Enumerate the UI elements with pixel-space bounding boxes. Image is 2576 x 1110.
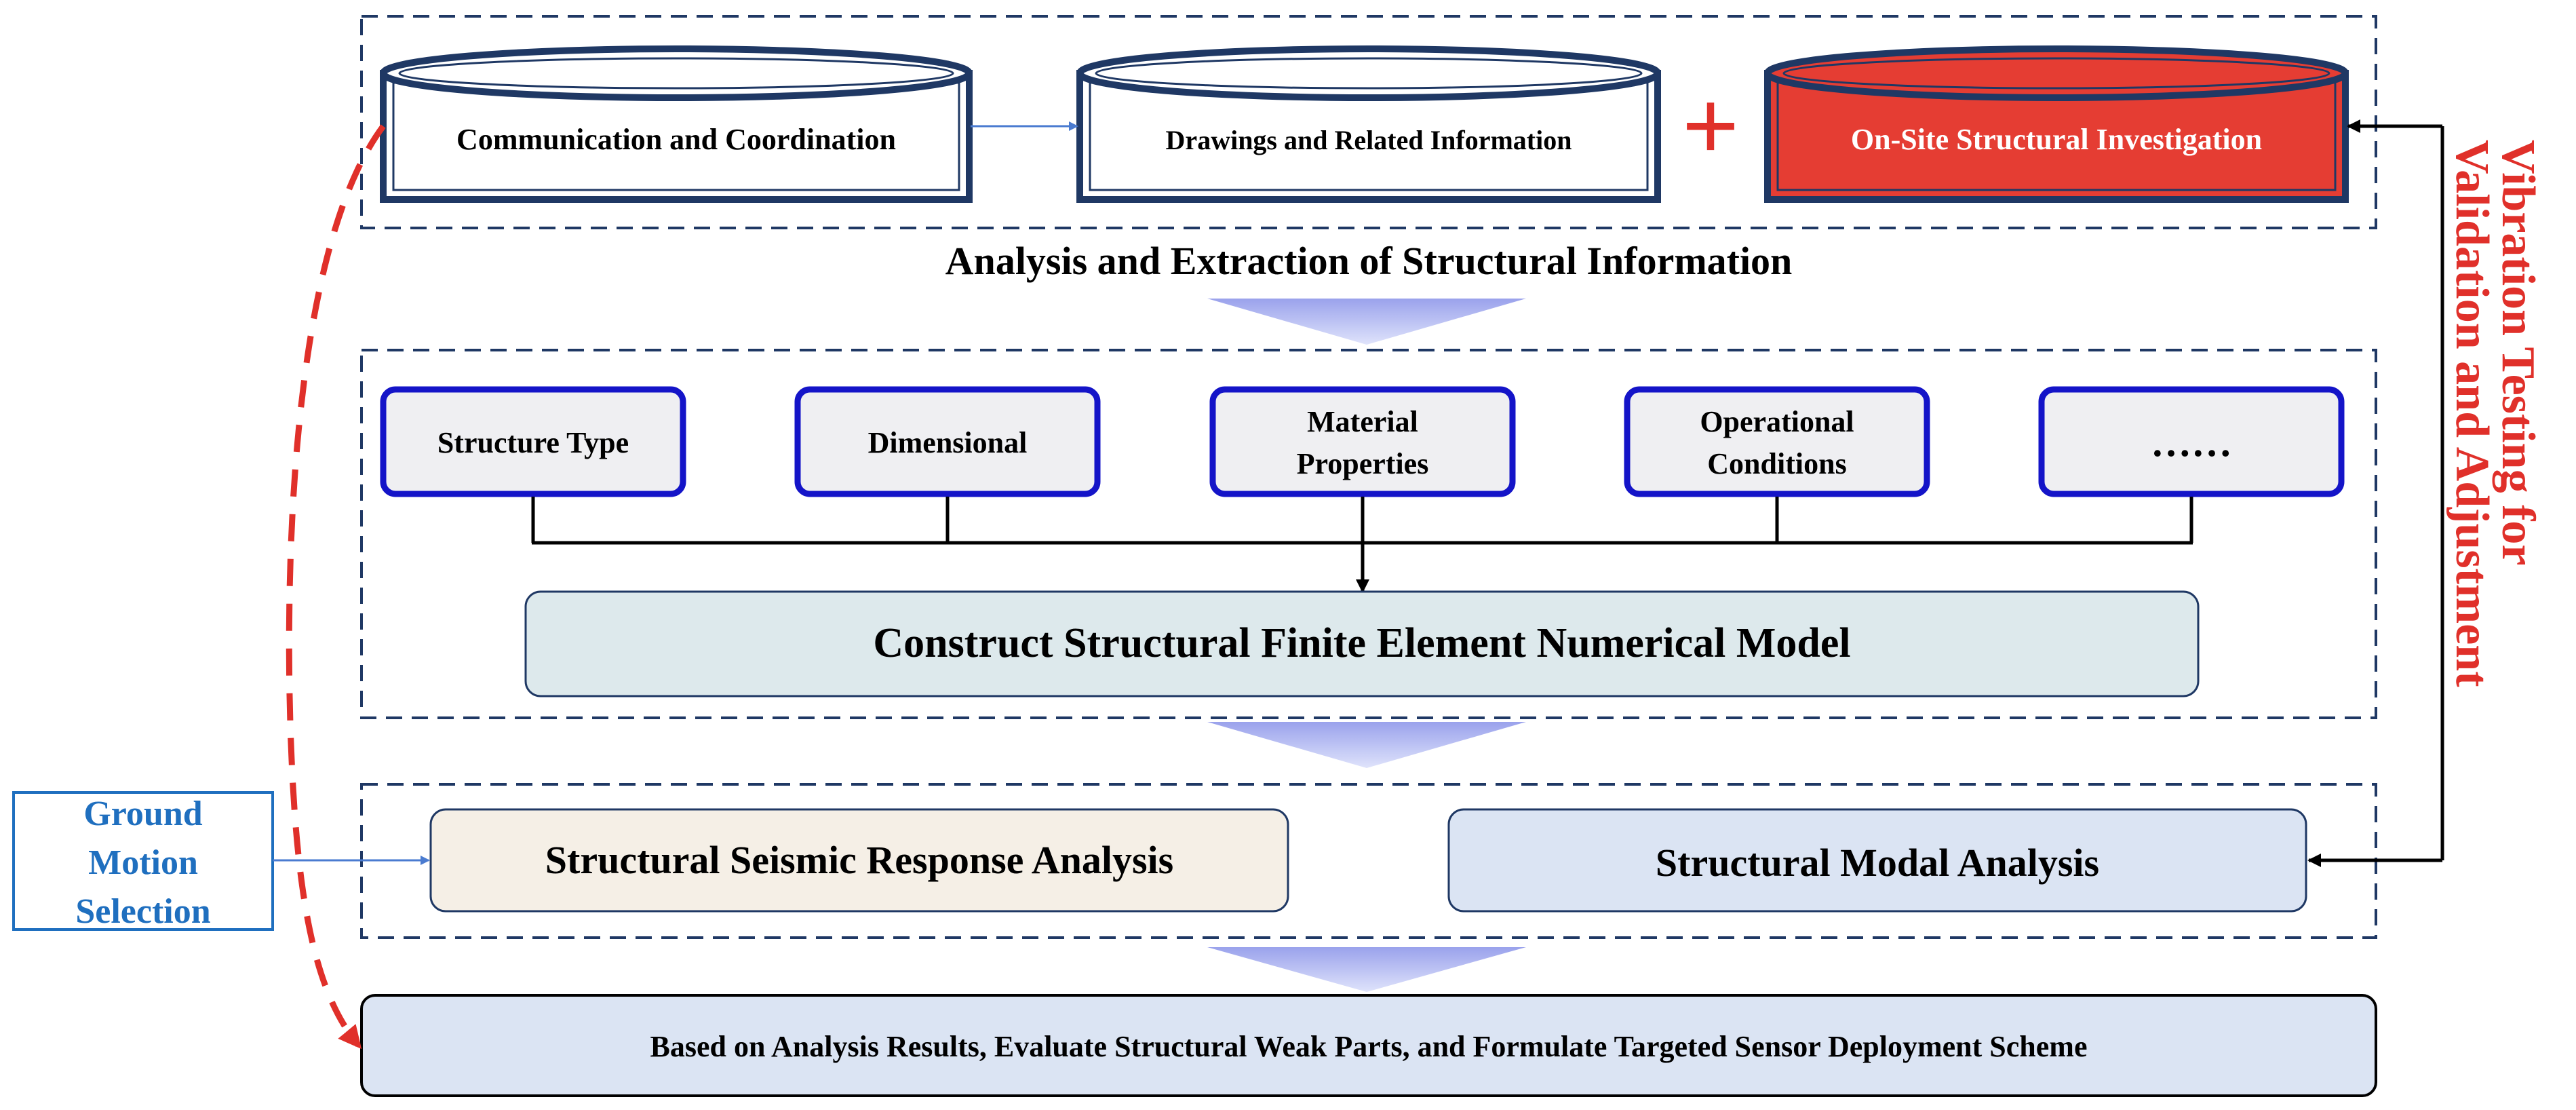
dimensional-label: Dimensional (868, 426, 1028, 459)
analysis-extraction-heading: Analysis and Extraction of Structural In… (945, 239, 1793, 283)
down-chevron-3 (1207, 947, 1526, 992)
structure-type-label: Structure Type (437, 426, 629, 459)
vibration-testing-label-line2: Validation and Adjustment (2446, 140, 2498, 687)
operational-conditions-node: Operational Conditions (1624, 386, 1930, 497)
fem-model-label: Construct Structural Finite Element Nume… (873, 620, 1850, 666)
parameters-merge-connector (531, 497, 2193, 593)
down-chevron-1 (1207, 299, 1526, 345)
seismic-response-label: Structural Seismic Response Analysis (545, 838, 1173, 882)
modal-analysis-node: Structural Modal Analysis (1447, 808, 2307, 913)
communication-coordination-label: Communication and Coordination (456, 123, 896, 156)
onsite-investigation-node: On-Site Structural Investigation (1764, 45, 2349, 203)
dimensional-node: Dimensional (794, 386, 1101, 497)
top-group-frame (360, 15, 2377, 229)
ground-motion-node: Ground Motion Selection (12, 791, 274, 931)
seismic-response-node: Structural Seismic Response Analysis (429, 808, 1289, 913)
fem-model-node: Construct Structural Finite Element Nume… (524, 590, 2200, 697)
modal-analysis-label: Structural Modal Analysis (1656, 841, 2099, 885)
params-group-frame (360, 349, 2377, 719)
drawings-information-label: Drawings and Related Information (1166, 125, 1572, 155)
material-properties-label-line1: Material (1307, 405, 1418, 438)
ground-motion-label-line1: Ground (83, 795, 202, 833)
more-parameters-node: …… (2038, 386, 2345, 497)
communication-coordination-node: Communication and Coordination (380, 45, 973, 203)
final-scheme-label: Based on Analysis Results, Evaluate Stru… (650, 1030, 2088, 1063)
material-properties-label-line2: Properties (1297, 447, 1429, 480)
more-parameters-ellipsis: …… (2151, 420, 2232, 465)
ground-motion-label-line2: Motion (88, 843, 198, 882)
material-properties-node: Material Properties (1209, 386, 1516, 497)
operational-conditions-label-line1: Operational (1700, 405, 1854, 438)
ground-motion-label-line3: Selection (75, 892, 210, 931)
plus-icon: + (1681, 70, 1739, 183)
final-scheme-node: Based on Analysis Results, Evaluate Stru… (360, 994, 2377, 1097)
down-chevron-2 (1207, 722, 1526, 768)
onsite-investigation-label: On-Site Structural Investigation (1851, 123, 2262, 156)
drawings-information-node: Drawings and Related Information (1076, 45, 1661, 203)
vibration-testing-label: Vibration Testing for Validation and Adj… (2446, 140, 2544, 687)
vibration-testing-label-line1: Vibration Testing for (2492, 140, 2544, 565)
communication-to-final-dashed-arrow (286, 124, 386, 1050)
structure-type-node: Structure Type (380, 386, 686, 497)
operational-conditions-label-line2: Conditions (1707, 447, 1846, 480)
